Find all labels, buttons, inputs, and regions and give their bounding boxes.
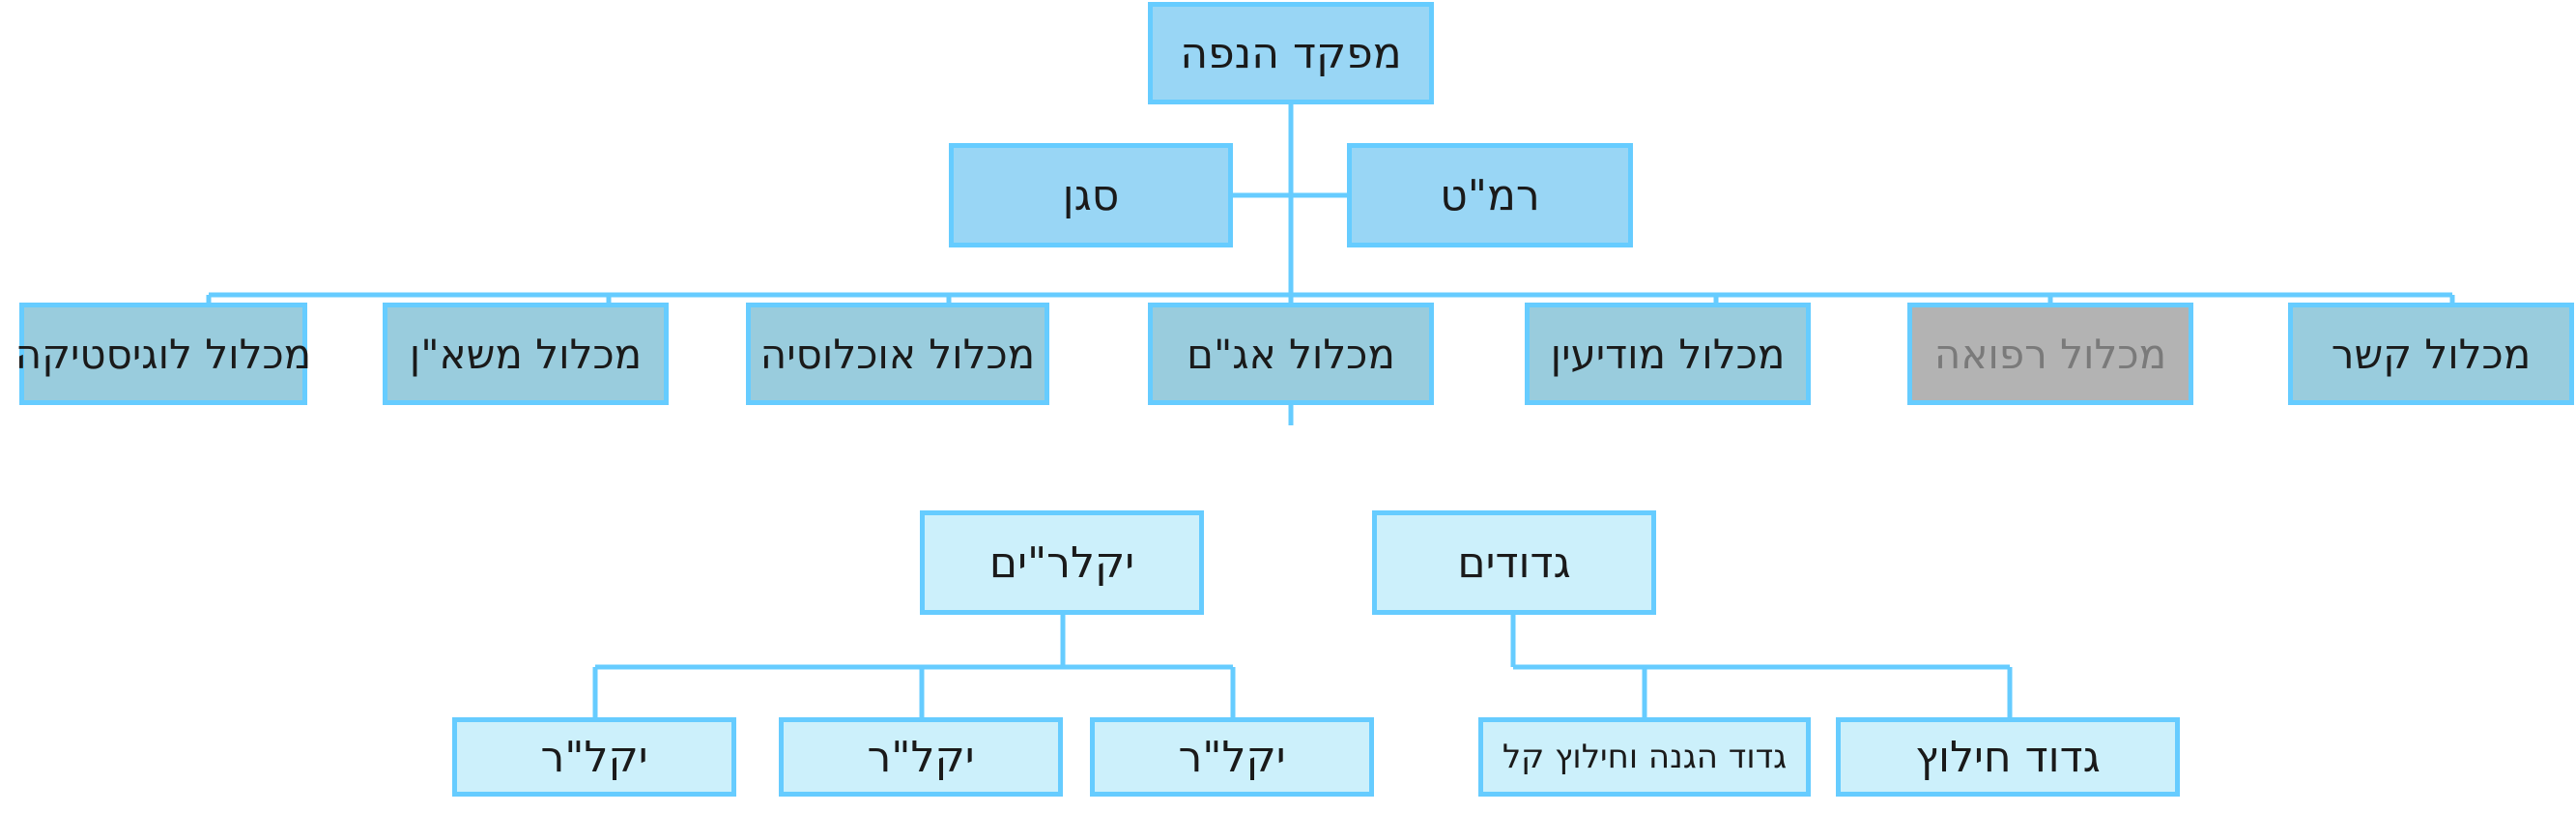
- branch-label: מכלול רפואה: [1933, 330, 2167, 378]
- yaklar-unit-label: יקל"ר: [867, 732, 975, 782]
- deputy-box: סגן: [949, 143, 1233, 247]
- branch-label: מכלול אג"ם: [1187, 330, 1395, 378]
- deputy-label: סגן: [1062, 170, 1120, 220]
- branch-communications: מכלול קשר: [2288, 303, 2574, 405]
- battalions-box: גדודים: [1372, 510, 1656, 615]
- branch-medical: מכלול רפואה: [1907, 303, 2193, 405]
- branch-label: מכלול משא"ן: [409, 330, 643, 378]
- branch-label: מכלול קשר: [2331, 330, 2532, 378]
- defense-rescue-battalion-label: גדוד הגנה וחילוץ קל: [1502, 738, 1788, 776]
- yaklar-unit-box: יקל"ר: [452, 717, 736, 797]
- battalions-label: גדודים: [1457, 537, 1571, 588]
- commander-label: מפקד הנפה: [1180, 28, 1402, 78]
- branch-population: מכלול אוכלוסיה: [746, 303, 1049, 405]
- yaklar-unit-label: יקל"ר: [1178, 732, 1286, 782]
- branch-logistics: מכלול לוגיסטיקה: [15, 303, 311, 405]
- commander-box: מפקד הנפה: [1148, 2, 1434, 104]
- yaklar-unit-box: יקל"ר: [779, 717, 1063, 797]
- branch-intelligence: מכלול מודיעין: [1525, 303, 1811, 405]
- yaklar-group-box: יקלר"ים: [920, 510, 1204, 615]
- branch-personnel: מכלול משא"ן: [383, 303, 669, 405]
- branch-label: מכלול מודיעין: [1550, 330, 1786, 378]
- yaklar-group-label: יקלר"ים: [988, 537, 1135, 588]
- yaklar-unit-label: יקל"ר: [540, 732, 648, 782]
- rescue-battalion-label: גדוד חילוץ: [1915, 732, 2101, 782]
- yaklar-unit-box: יקל"ר: [1090, 717, 1374, 797]
- branch-label: מכלול אוכלוסיה: [759, 330, 1036, 378]
- rescue-battalion-box: גדוד חילוץ: [1836, 717, 2180, 797]
- ramat-box: רמ"ט: [1347, 143, 1633, 247]
- ramat-label: רמ"ט: [1440, 170, 1540, 220]
- branch-operations: מכלול אג"ם: [1148, 303, 1434, 405]
- branch-label: מכלול לוגיסטיקה: [14, 330, 312, 378]
- defense-rescue-battalion-box: גדוד הגנה וחילוץ קל: [1478, 717, 1811, 797]
